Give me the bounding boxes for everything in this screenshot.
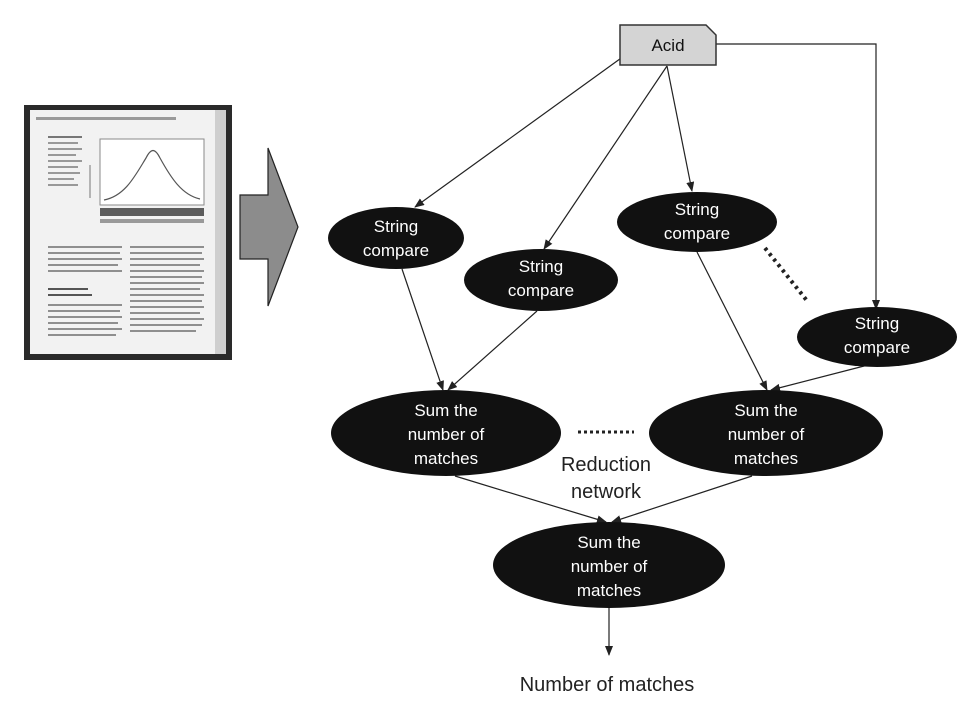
final-node-line-3: matches xyxy=(577,581,641,600)
edge-sum-2-to-final xyxy=(611,475,753,523)
ellipsis-dots-upper xyxy=(763,246,810,304)
string-compare-node-4: String compare xyxy=(797,307,957,367)
edge-sum-1-to-final xyxy=(454,475,607,524)
sum-node-1: Sum the number of matches xyxy=(331,390,561,476)
sum-node-2-line-3: matches xyxy=(734,449,798,468)
final-node-line-2: number of xyxy=(571,557,648,576)
final-node-line-1: Sum the xyxy=(577,533,640,552)
output-label: Number of matches xyxy=(520,674,695,696)
big-right-arrow-icon xyxy=(239,147,299,307)
sum-node-1-line-2: number of xyxy=(408,425,485,444)
reduction-label-line-2: network xyxy=(571,481,642,503)
edges xyxy=(401,43,880,656)
compare-node-2-line-1: String xyxy=(519,257,563,276)
compare-node-1-line-1: String xyxy=(374,217,418,236)
sum-node-2-line-2: number of xyxy=(728,425,805,444)
edge-acid-to-compare-2 xyxy=(543,65,668,250)
compare-node-4-line-1: String xyxy=(855,314,899,333)
acid-node: Acid xyxy=(619,24,717,66)
edge-compare-3-to-sum-2 xyxy=(696,251,768,391)
final-sum-node: Sum the number of matches xyxy=(493,522,725,608)
edge-acid-to-compare-4 xyxy=(716,43,880,310)
compare-node-1-line-2: compare xyxy=(363,241,429,260)
sum-node-2: Sum the number of matches xyxy=(649,390,883,476)
edge-compare-2-to-sum-1 xyxy=(447,310,538,391)
sum-node-2-line-1: Sum the xyxy=(734,401,797,420)
sum-node-1-line-1: Sum the xyxy=(414,401,477,420)
compare-node-2-line-2: compare xyxy=(508,281,574,300)
acid-node-shape xyxy=(619,24,717,66)
compare-node-4-line-2: compare xyxy=(844,338,910,357)
string-compare-node-1: String compare xyxy=(328,207,464,269)
acid-node-label: Acid xyxy=(651,36,684,55)
edge-acid-to-compare-1 xyxy=(414,55,625,208)
reduction-label-line-1: Reduction xyxy=(561,454,651,476)
compare-node-3-line-1: String xyxy=(675,200,719,219)
scanned-document-page-icon xyxy=(24,105,232,360)
edge-compare-4-to-sum-2 xyxy=(770,364,869,392)
edge-compare-1-to-sum-1 xyxy=(401,268,444,391)
edge-acid-to-compare-3 xyxy=(666,65,695,192)
sum-node-1-line-3: matches xyxy=(414,449,478,468)
compare-node-3-line-2: compare xyxy=(664,224,730,243)
string-compare-node-3: String compare xyxy=(617,192,777,252)
string-compare-node-2: String compare xyxy=(464,249,618,311)
